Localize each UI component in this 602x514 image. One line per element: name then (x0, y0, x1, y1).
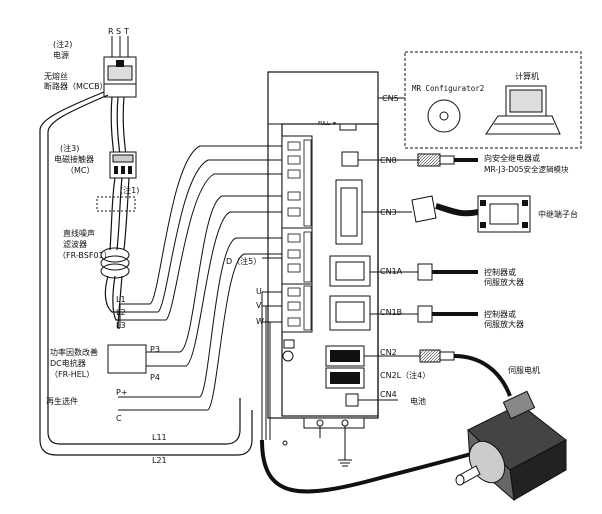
terminal-p-plus: P+ (116, 388, 128, 397)
noise-filter-label-1: 直线噪声 (63, 229, 95, 238)
phase-t: T (124, 27, 129, 36)
controller-a-label-2: 伺服放大器 (484, 278, 524, 287)
safety-label-1: 向安全继电器或 (484, 154, 540, 163)
control-power-cables (39, 91, 253, 456)
software-label: MR Configurator2 (412, 84, 485, 93)
power-input-wires (119, 145, 290, 328)
note1-dashed-box (96, 196, 136, 212)
cn2-label: CN2 (380, 348, 397, 357)
regen-wires (118, 237, 290, 411)
cn1a-cable (370, 263, 478, 281)
terminal-p3: P3 (150, 345, 160, 354)
cn1b-cable (370, 305, 478, 323)
line-l11: L11 (152, 433, 167, 442)
terminal-p4: P4 (150, 373, 160, 382)
dc-reactor-label-1: 功率因数改善 (50, 348, 98, 357)
line-l1: L1 (116, 295, 126, 304)
controller-b-label-1: 控制器或 (484, 310, 516, 319)
cn3-label: CN3 (380, 208, 397, 217)
mccb-label-1: 无熔丝 (44, 72, 68, 81)
dc-reactor-label-3: （FR-HEL） (50, 370, 95, 379)
amp-sticker: FULL ▼ (318, 121, 337, 127)
dc-reactor-label-2: DC电抗器 (50, 359, 86, 368)
cn1a-label: CN1A (380, 267, 403, 276)
cn5-label: CN5 (382, 94, 399, 103)
safety-label-2: MR-J3-D05安全逻辑模块 (484, 165, 569, 174)
motor-power-cable (260, 439, 479, 494)
supply-cables (110, 96, 127, 156)
cn4-label: CN4 (380, 390, 397, 399)
controller-b-label-2: 伺服放大器 (484, 320, 524, 329)
terminal-v: V (256, 301, 262, 310)
d-note-label: D（注5） (226, 257, 262, 266)
note1-label: (注1) (120, 186, 140, 195)
noise-filter-label-2: 滤波器 (63, 240, 87, 249)
line-l3: L3 (116, 321, 126, 330)
regen-option-label: 再生选件 (46, 397, 78, 406)
dc-reactor-box (107, 344, 147, 374)
ground-symbols (282, 426, 352, 467)
terminal-c: C (116, 414, 122, 423)
cn8-label: CN8 (380, 156, 397, 165)
line-l21: L21 (152, 456, 167, 465)
pc-dashed-box (404, 51, 582, 149)
computer-label: 计算机 (515, 72, 539, 81)
phase-s: S (116, 27, 122, 36)
cn2l-label: CN2L（注4） (380, 371, 431, 380)
servo-motor-icon (455, 390, 567, 502)
laptop-icon (485, 85, 561, 135)
servo-motor-label: 伺服电机 (508, 366, 540, 375)
power-note: (注2) (53, 40, 73, 49)
noise-filter-label-3: （FR-BSF01） (58, 251, 112, 260)
cn1b-label: CN1B (380, 308, 403, 317)
contactor-label-1: 电磁接触器 (54, 155, 94, 164)
contactor-output-cables (109, 177, 130, 251)
mccb-breaker (103, 56, 137, 98)
magnetic-contactor (109, 151, 137, 179)
cn3-relay-cable (362, 195, 531, 233)
terminal-u: U (256, 287, 262, 296)
mccb-label-2: 断路器（MCCB） (44, 82, 108, 91)
line-l2: L2 (116, 308, 126, 317)
power-source-lines (111, 36, 129, 58)
phase-r: R (108, 27, 114, 36)
dc-reactor-wires (146, 195, 290, 367)
filter-output-cables (104, 275, 123, 329)
power-label: 电源 (53, 51, 69, 60)
terminal-w: W (256, 317, 264, 326)
controller-a-label-1: 控制器或 (484, 268, 516, 277)
software-disc-icon (427, 99, 461, 133)
contactor-note: (注3) (60, 144, 80, 153)
relay-terminal-label: 中继端子台 (538, 210, 578, 219)
cn8-safety-cable (358, 153, 478, 167)
cn2-encoder-cable (364, 349, 512, 397)
servo-amplifier (267, 71, 379, 429)
contactor-label-2: （MC） (66, 166, 95, 175)
battery-label: 电池 (410, 397, 426, 406)
